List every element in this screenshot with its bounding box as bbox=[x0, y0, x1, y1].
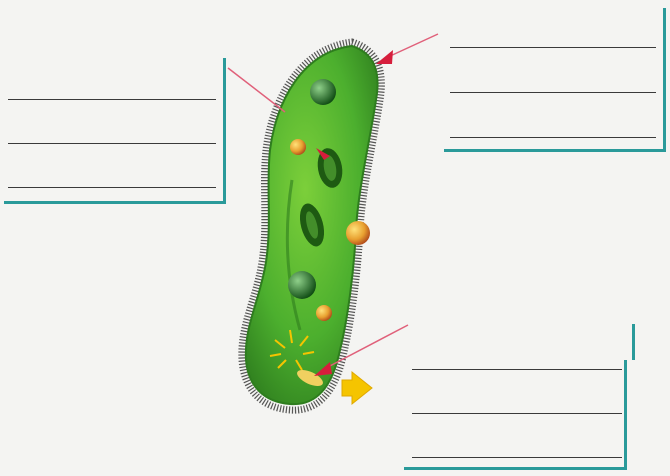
box-border-bottom bbox=[444, 149, 666, 152]
food-vacuole-3 bbox=[316, 305, 332, 321]
box-border-right-upper bbox=[632, 324, 635, 360]
box-border-bottom bbox=[404, 467, 626, 470]
box-border-right bbox=[624, 360, 627, 470]
rule-line bbox=[8, 187, 216, 188]
rule-line bbox=[8, 143, 216, 144]
answer-line[interactable] bbox=[408, 438, 634, 456]
box-border-right bbox=[663, 8, 666, 152]
answer-box-top-left bbox=[4, 58, 226, 204]
food-arrow-icon bbox=[342, 372, 372, 404]
rule-line bbox=[412, 457, 622, 458]
answer-box-top-right bbox=[444, 8, 666, 154]
answer-line[interactable] bbox=[8, 168, 222, 186]
rule-line bbox=[412, 369, 622, 370]
answer-line[interactable] bbox=[8, 80, 222, 98]
contractile-vacuole-top bbox=[310, 79, 336, 105]
answer-line[interactable] bbox=[8, 124, 222, 142]
food-vacuole-2 bbox=[346, 221, 370, 245]
pointer-line-top-left bbox=[228, 68, 285, 112]
answer-line[interactable] bbox=[448, 117, 662, 135]
answer-box-bottom-right bbox=[404, 324, 638, 472]
rule-line bbox=[450, 47, 656, 48]
box-border-right bbox=[223, 58, 226, 204]
answer-line[interactable] bbox=[408, 394, 634, 412]
food-vacuole-1 bbox=[290, 139, 306, 155]
box-border-bottom bbox=[4, 201, 226, 204]
answer-line[interactable] bbox=[448, 72, 662, 90]
rule-line bbox=[450, 137, 656, 138]
contractile-vacuole-bottom bbox=[288, 271, 316, 299]
answer-line[interactable] bbox=[408, 350, 634, 368]
rule-line bbox=[412, 413, 622, 414]
answer-line[interactable] bbox=[448, 27, 662, 45]
pointer-line-top-right bbox=[388, 34, 438, 57]
rule-line bbox=[8, 99, 216, 100]
rule-line bbox=[450, 92, 656, 93]
